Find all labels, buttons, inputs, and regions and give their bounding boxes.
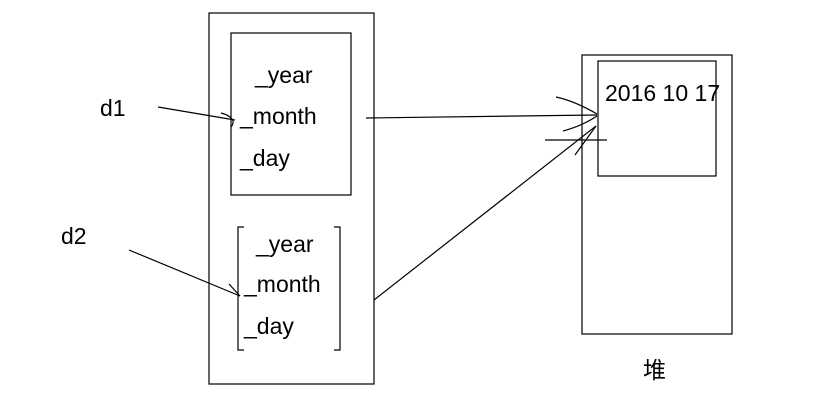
d2-arrow-head [228,283,241,297]
object1-to-heap-arrow-head-top [555,96,598,115]
object1-field-year: _year [254,62,313,88]
ref-label-d2: d2 [61,223,87,249]
object2-field-day: _day [243,313,294,339]
heap-label: 堆 [643,357,666,383]
object1-to-heap-arrow-head-bottom [562,115,598,132]
object2-left-bracket [237,226,244,351]
d1-arrow-line [157,106,236,121]
object2-field-year: _year [255,231,314,257]
object1-to-heap-arrow [365,114,598,119]
d1-arrow-head [220,112,234,128]
object1-field-month: _month [239,103,317,129]
heap-object-value: 2016 10 17 [605,80,720,106]
object1-box [230,32,352,196]
object2-to-heap-arrow [373,125,597,301]
object2-field-month: _month [243,271,321,297]
object2-to-heap-arrow-head-bottom [574,125,597,156]
heap-object-box [597,60,717,177]
d2-arrow-line [128,249,241,297]
object2-right-bracket [334,226,341,351]
heap-box [581,54,733,335]
stack-frame-box [208,12,375,385]
ref-label-d1: d1 [100,95,126,121]
object1-field-day: _day [239,145,290,171]
